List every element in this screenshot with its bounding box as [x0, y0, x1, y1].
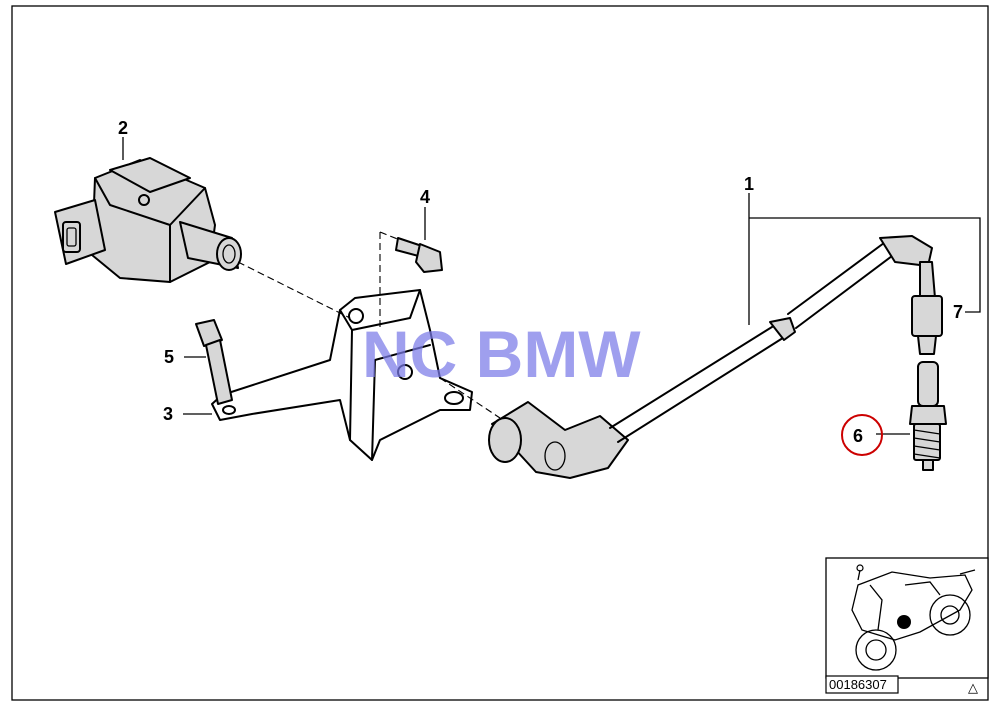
bracket-part — [211, 289, 473, 461]
callout-2: 2 — [118, 118, 128, 138]
callout-4: 4 — [420, 187, 430, 207]
location-marker — [897, 615, 911, 629]
diagram-frame — [11, 5, 989, 701]
callout-7: 7 — [953, 302, 963, 322]
callout-6: 6 — [853, 426, 863, 446]
callout-3: 3 — [163, 404, 173, 424]
callout-1: 1 — [744, 174, 754, 194]
screw-part — [395, 237, 443, 273]
highlight-circle — [841, 414, 883, 456]
diagram-number: 00186307 — [829, 677, 887, 692]
thumbnail-box: 00186307 △ — [825, 557, 989, 695]
ignition-coil-part — [54, 157, 242, 283]
callout-5: 5 — [164, 347, 174, 367]
ignition-lead-part — [488, 235, 943, 479]
spark-plug-part — [909, 361, 947, 471]
corner-symbol: △ — [968, 680, 978, 695]
motorcycle-icon — [851, 564, 976, 671]
watermark: NC BMW — [362, 317, 641, 391]
bolt-part — [195, 319, 233, 405]
